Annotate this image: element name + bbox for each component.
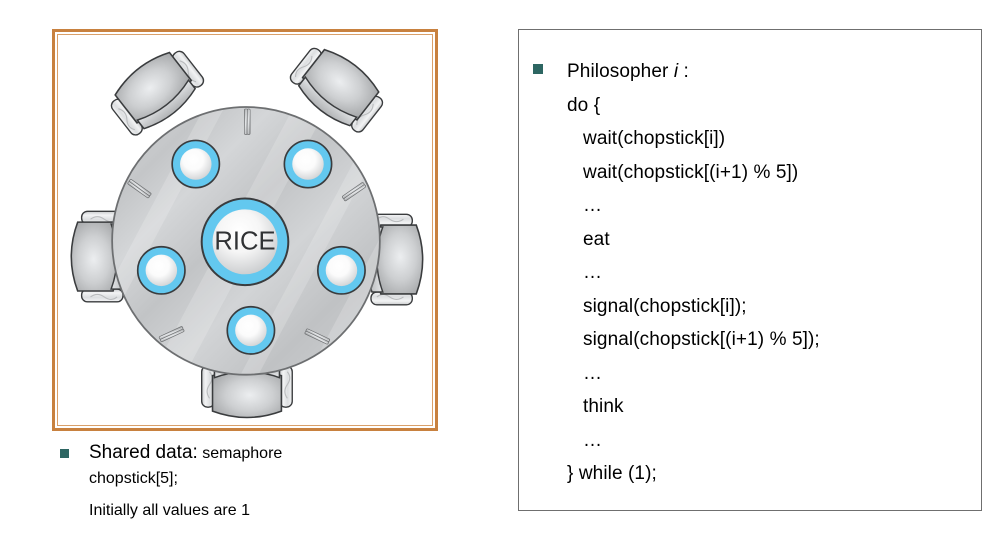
bowl-3 (316, 245, 366, 295)
shared-data-line-3: Initially all values are 1 (89, 502, 250, 519)
code-line-7: signal(chopstick[i]); (583, 295, 747, 317)
shared-data-line-2: chopstick[5]; (89, 470, 178, 487)
bullet-square-icon (533, 64, 543, 74)
bowls-group (136, 139, 366, 355)
dining-philosophers-diagram: RICE (70, 37, 424, 419)
rice-label: RICE (214, 228, 275, 256)
code-line-8: signal(chopstick[(i+1) % 5]); (583, 329, 820, 350)
left-column: RICE Shared data: semaphore chopstick[5]… (0, 0, 500, 560)
shared-data-label: Shared data: (89, 442, 198, 463)
code-line-9: … (583, 362, 603, 384)
shared-data-block: Shared data: semaphore chopstick[5]; Ini… (60, 440, 480, 525)
code-line-italic-var: i (673, 61, 679, 82)
code-line-12: } while (1); (567, 463, 657, 484)
bowl-1 (283, 139, 333, 189)
code-line-6: … (583, 262, 603, 283)
bullet-square-icon (60, 449, 69, 458)
shared-data-text-column: Shared data: semaphore chopstick[5]; Ini… (89, 440, 480, 525)
code-line-1: do { (567, 94, 601, 116)
code-line-4: … (583, 195, 603, 216)
bowl-4 (226, 305, 276, 355)
code-line-11: … (583, 429, 603, 451)
code-line-5: eat (583, 228, 610, 250)
code-line-3: wait(chopstick[(i+1) % 5]) (583, 161, 799, 183)
shared-data-line-1: Shared data: semaphore (89, 440, 480, 466)
bowl-0 (171, 139, 221, 189)
code-lines-list: Philosopher i : do { wait(chopstick[i]) wai… (567, 55, 981, 491)
philosopher-code-box: Philosopher i : do { wait(chopstick[i]) wai… (518, 29, 982, 511)
code-line-0: Philosopher i : (567, 61, 689, 82)
code-line-2: wait(chopstick[i]) (583, 128, 726, 149)
code-line-10: think (583, 396, 624, 417)
code-bullet-row: Philosopher i : do { wait(chopstick[i]) wai… (519, 30, 981, 491)
diagram-picture-frame: RICE (52, 29, 438, 431)
diagram-picture-frame-inner: RICE (57, 34, 433, 426)
chopstick-0 (244, 108, 251, 135)
bowl-2 (136, 245, 186, 295)
shared-data-bullet-row: Shared data: semaphore chopstick[5]; Ini… (60, 440, 480, 525)
rice-bowl: RICE (200, 197, 290, 287)
shared-data-type: semaphore (197, 445, 283, 462)
